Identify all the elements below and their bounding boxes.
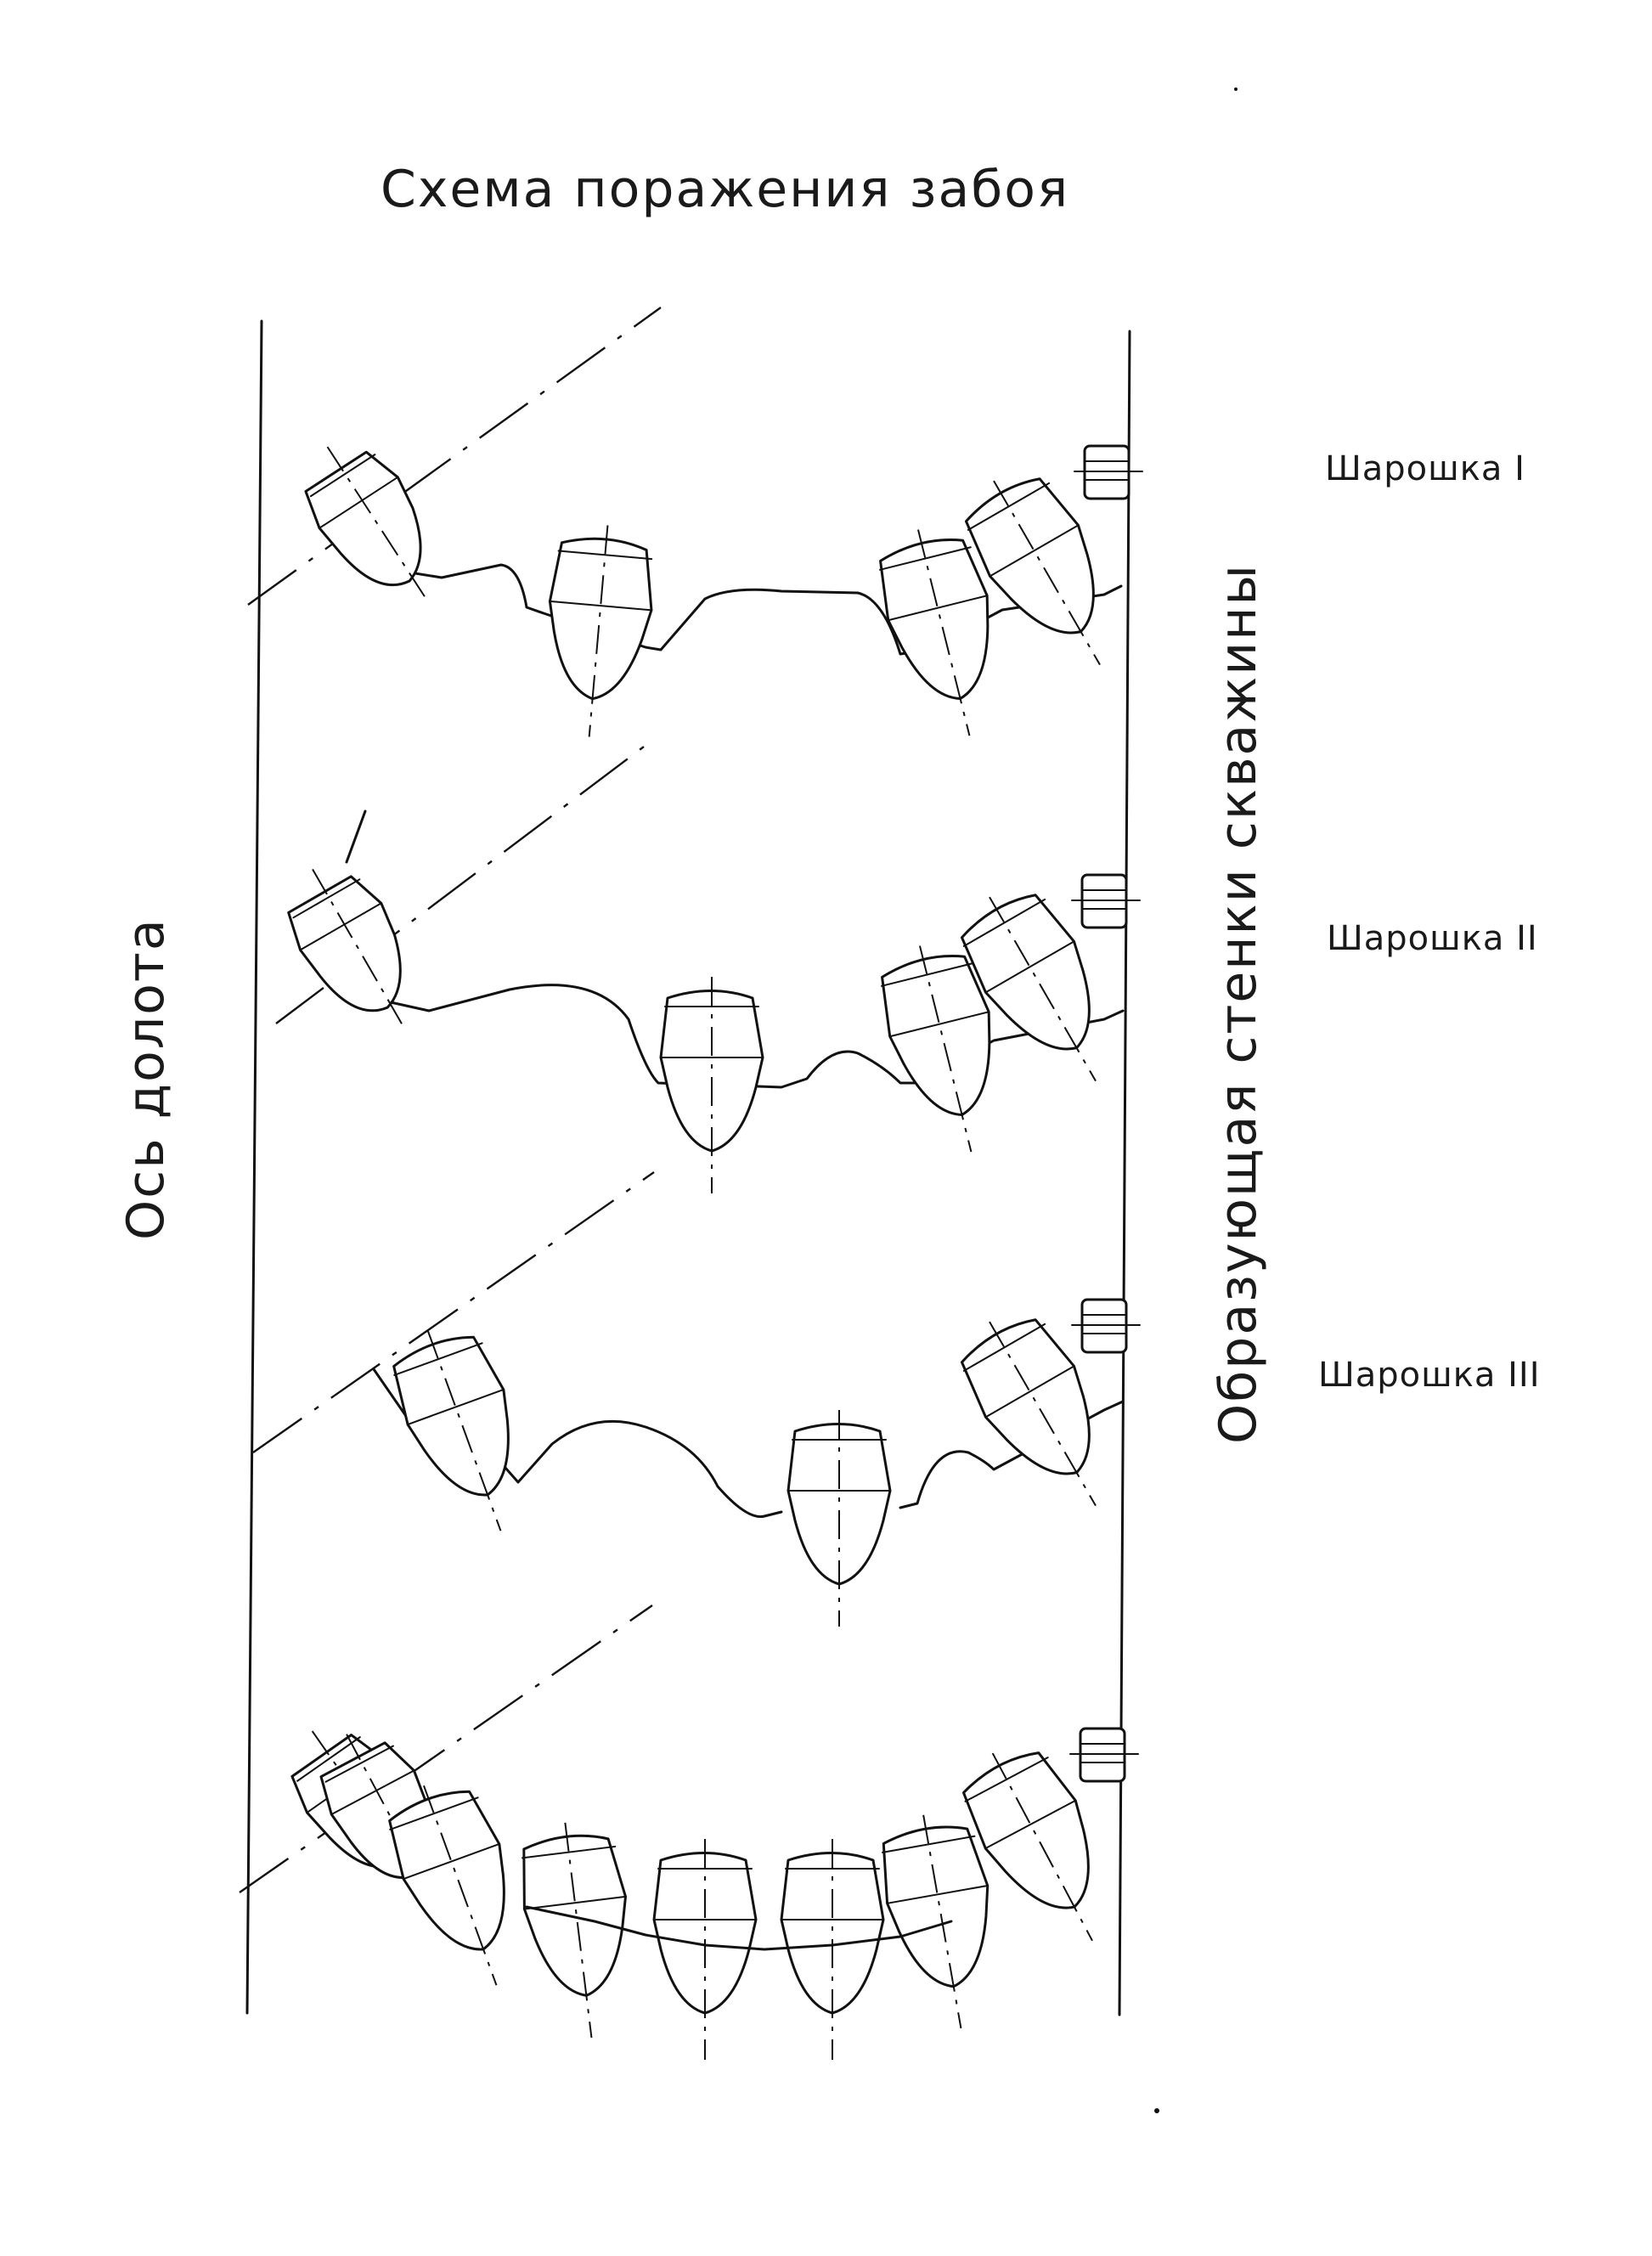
cone-3-cone-axis [252,1171,655,1453]
diagram-title: Схема поражения забоя [381,160,1069,219]
scan-speck [1154,2108,1159,2113]
cone-1-cone-axis [247,307,662,606]
cone-3-profile [252,1171,1141,1627]
cone-1-label: Шарошка I [1325,449,1525,488]
bit-axis-label: Ось долота [116,917,176,1240]
cone-3-bottom-contour [372,1368,1125,1519]
cone-2-label: Шарошка II [1327,919,1538,958]
cone-1-bottom-contour [397,563,1123,656]
cone-2-bottom-contour [345,809,1125,1089]
cone-2-profile [275,738,1141,1193]
combined-bottom-contour [525,1905,953,1951]
cone-3-label: Шарошка III [1318,1356,1541,1395]
scan-speck [1234,87,1238,91]
combined-coverage-profile [239,1605,1139,2060]
cone-1-profile [247,307,1143,737]
bit-axis-line [245,319,263,2015]
combined-cone-axis [239,1605,653,1893]
wall-generatrix-label: Образующая стенки скважины [1209,563,1268,1444]
